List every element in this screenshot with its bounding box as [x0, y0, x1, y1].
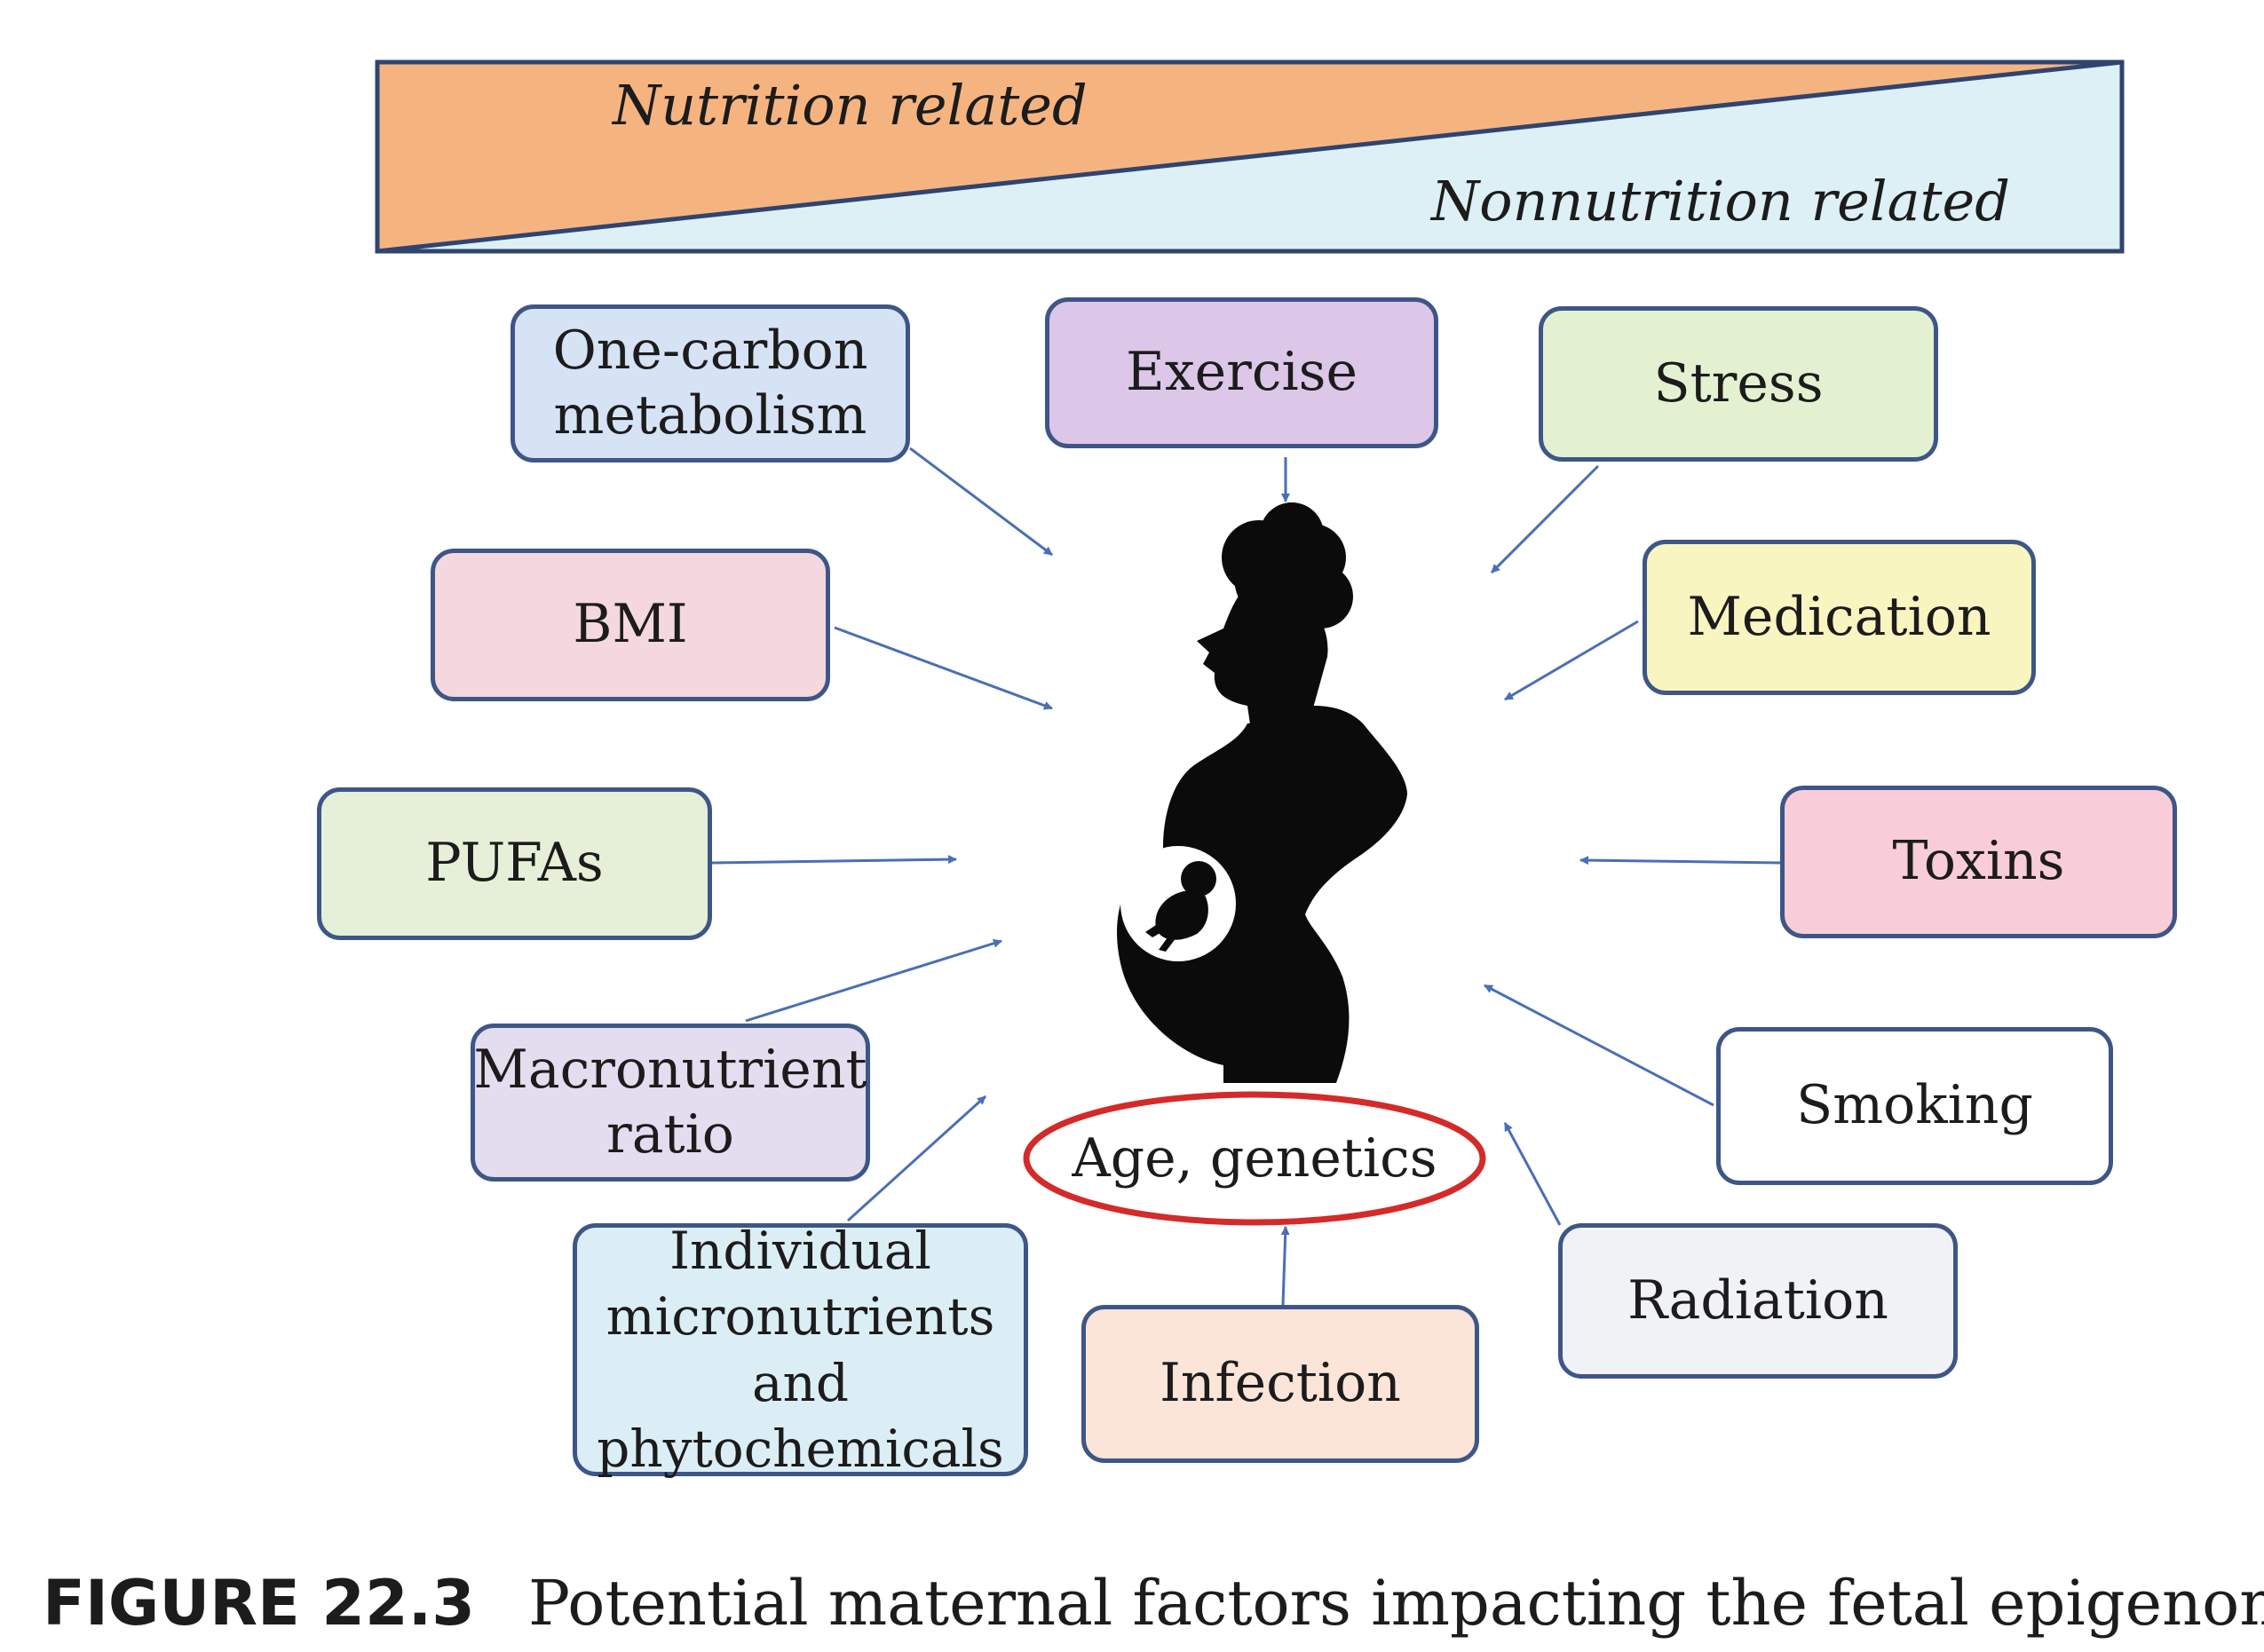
age-genetics-label: Age, genetics [1072, 1127, 1437, 1190]
nutrition-gradient-banner [375, 59, 2125, 254]
arrow-stress [1490, 464, 1600, 574]
exercise-label: Exercise [1126, 341, 1358, 404]
factor-radiation: Radiation [1558, 1223, 1958, 1379]
factor-smoking: Smoking [1716, 1027, 2113, 1185]
nutrition-related-label: Nutrition related [613, 73, 1088, 138]
figure-caption-label: FIGURE 22.3 [43, 1567, 475, 1640]
factor-toxins: Toxins [1780, 786, 2177, 938]
factor-bmi: BMI [431, 549, 830, 701]
arrow-smoking [1484, 984, 1714, 1107]
one-carbon-line2: metabolism [553, 384, 867, 447]
micronutrients-line3: phytochemicals [597, 1418, 1004, 1479]
factor-exercise: Exercise [1045, 297, 1438, 448]
arrow-one-carbon [909, 447, 1053, 557]
macronutrient-line1: Macronutrient [473, 1038, 867, 1101]
arrow-radiation [1503, 1122, 1562, 1226]
figure-caption-text: Potential maternal factors impacting the… [527, 1567, 2264, 1640]
arrow-infection [1280, 1226, 1290, 1306]
micronutrients-line1: Individual [669, 1221, 931, 1282]
one-carbon-line1: One-carbon [552, 319, 868, 382]
figure-caption: FIGURE 22.3 Potential maternal factors im… [43, 1567, 2264, 1640]
factor-medication: Medication [1643, 540, 2036, 695]
arrow-bmi [834, 626, 1053, 710]
factor-macronutrient-ratio: Macronutrient ratio [471, 1024, 870, 1182]
medication-label: Medication [1687, 585, 1991, 648]
arrow-macronutrient [745, 938, 1002, 1023]
factor-infection: Infection [1081, 1305, 1479, 1463]
arrow-toxins [1579, 856, 1781, 866]
banner-diagonal [376, 59, 2123, 254]
micronutrients-line2: micronutrients and [606, 1286, 995, 1413]
factor-stress: Stress [1539, 306, 1938, 462]
bmi-label: BMI [573, 593, 688, 656]
stress-label: Stress [1653, 352, 1824, 415]
toxins-label: Toxins [1892, 830, 2065, 893]
pufas-label: PUFAs [425, 832, 604, 895]
infection-label: Infection [1160, 1352, 1401, 1415]
radiation-label: Radiation [1627, 1269, 1888, 1332]
arrow-medication [1504, 620, 1639, 701]
arrow-micronutrients [846, 1095, 987, 1222]
factor-individual-micronutrients: Individual micronutrients and phytochemi… [573, 1221, 1028, 1479]
factor-one-carbon-metabolism: One-carbon metabolism [511, 304, 910, 462]
factor-pufas: PUFAs [317, 787, 712, 940]
smoking-label: Smoking [1796, 1074, 2033, 1137]
banner-border [375, 59, 2125, 254]
nonnutrition-related-label: Nonnutrition related [1431, 169, 2010, 233]
macronutrient-line2: ratio [606, 1103, 734, 1166]
arrow-pufas [711, 855, 957, 865]
